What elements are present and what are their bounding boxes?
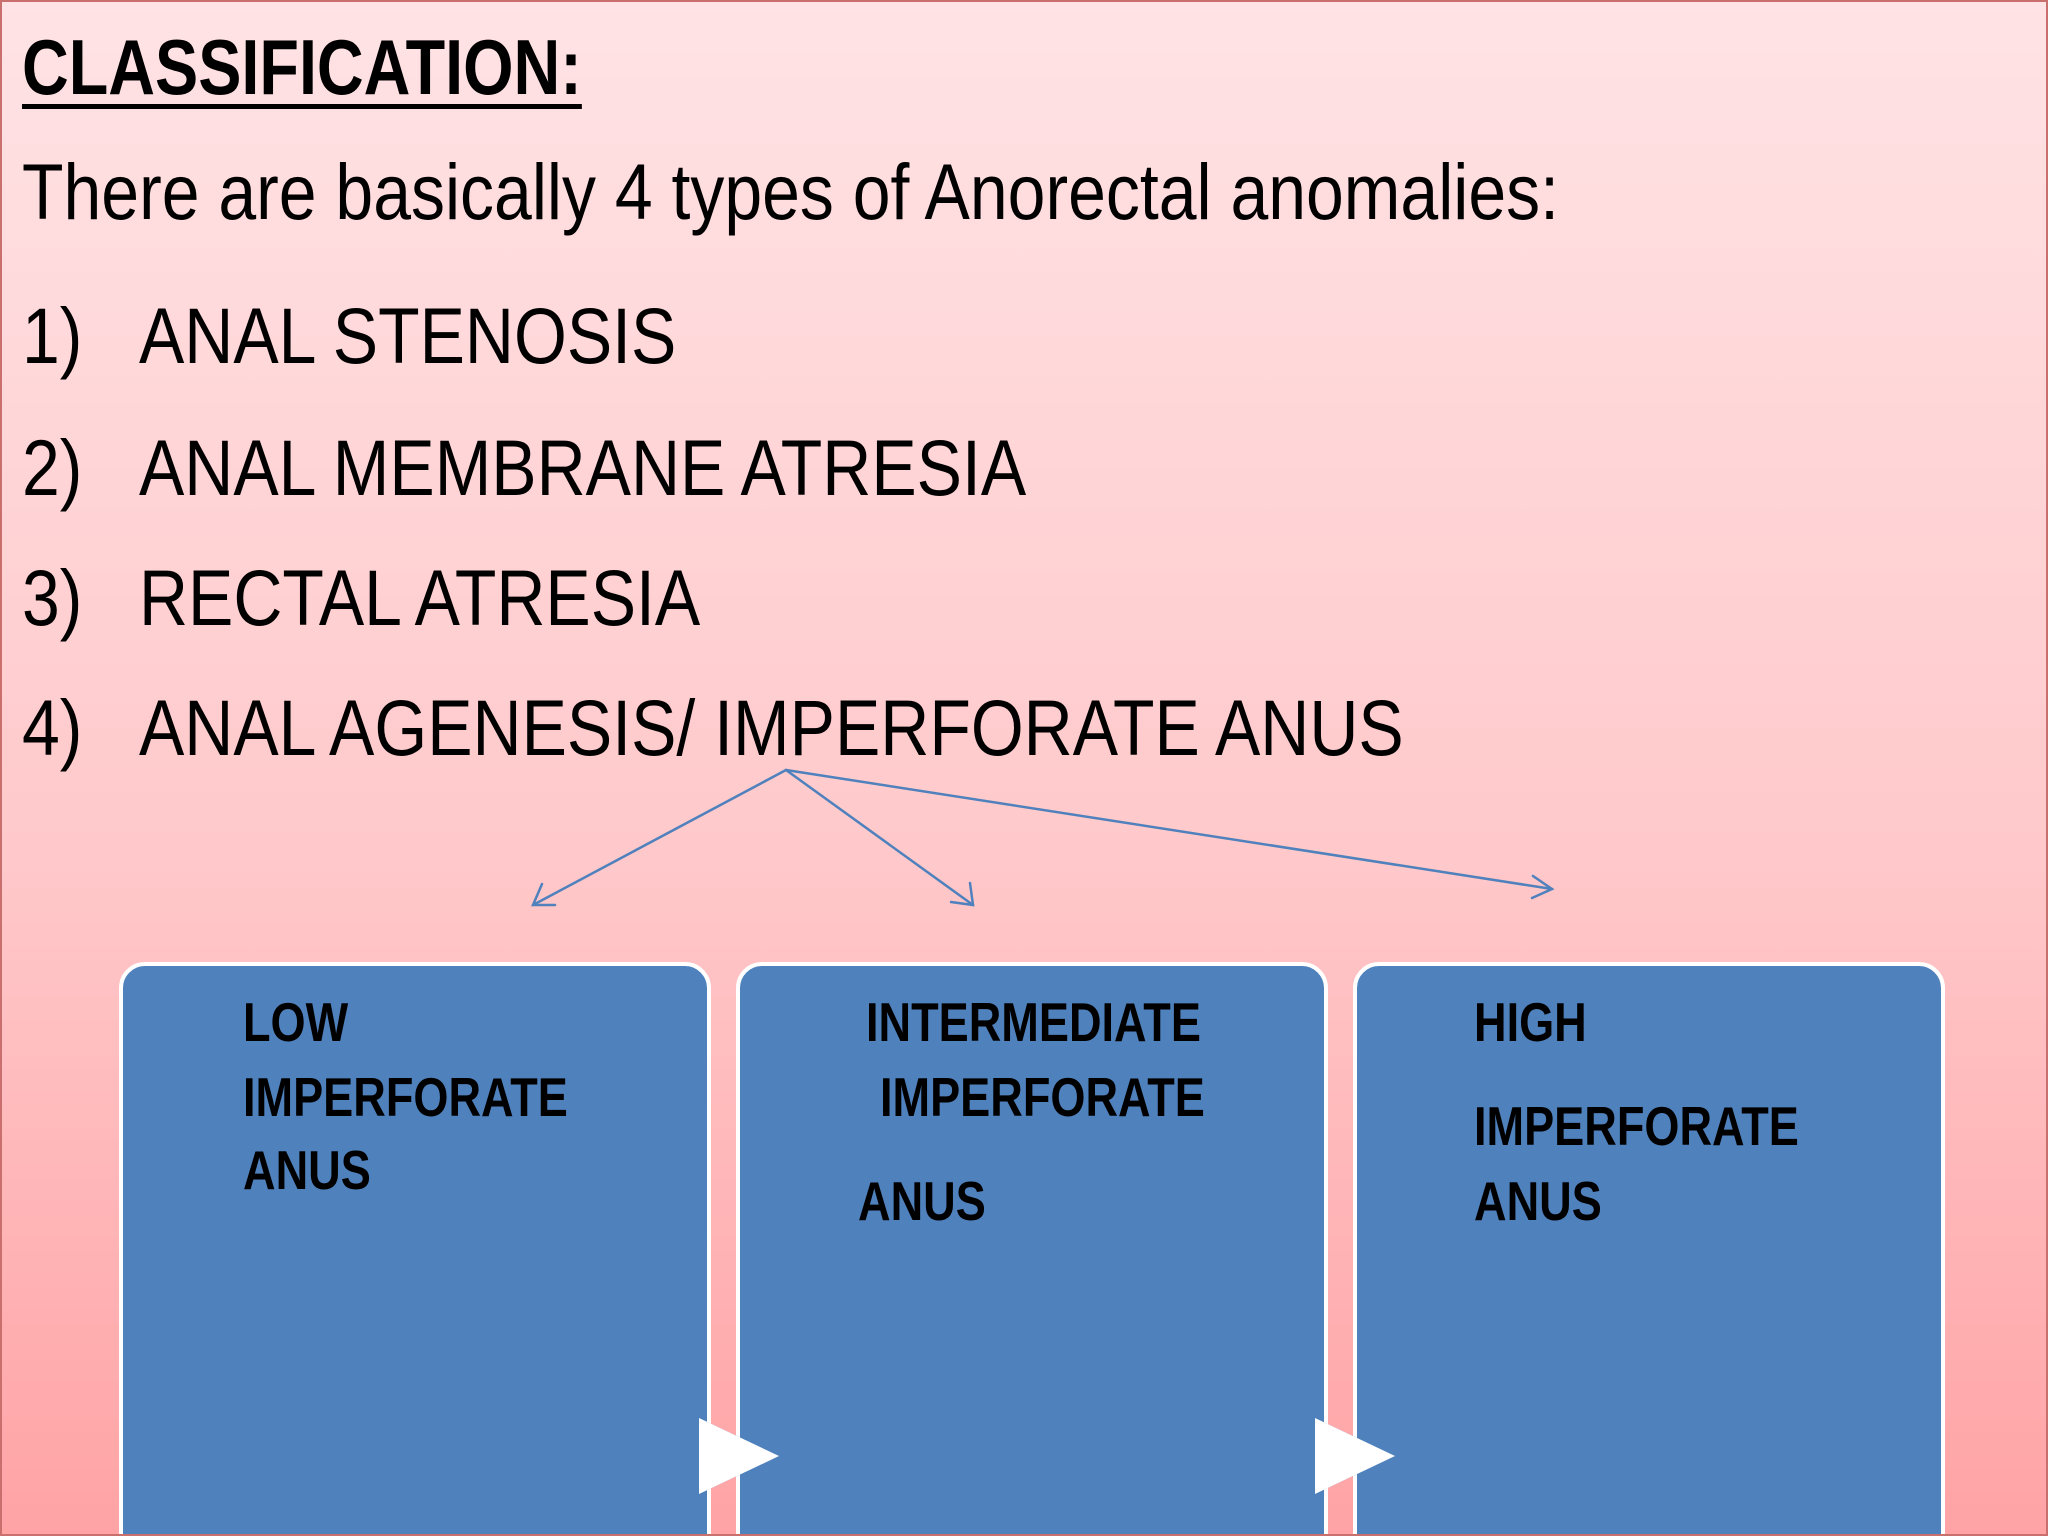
slide-title: CLASSIFICATION: <box>22 23 582 111</box>
list-item: 1)ANAL STENOSIS <box>22 296 676 375</box>
box-line: IMPERFORATE <box>243 1066 568 1128</box>
list-text: ANAL AGENESIS/ IMPERFORATE ANUS <box>138 683 1404 772</box>
arrow-to-high-icon <box>784 768 1554 891</box>
list-item: 4)ANAL AGENESIS/ IMPERFORATE ANUS <box>22 688 1404 767</box>
chevron-right-icon <box>699 1418 779 1494</box>
box-line: ANUS <box>858 1170 986 1232</box>
list-text: ANAL STENOSIS <box>138 291 677 380</box>
intermediate-imperforate-box: INTERMEDIATE IMPERFORATE ANUS <box>736 962 1328 1534</box>
arrow-to-low-icon <box>531 768 788 907</box>
list-text: ANAL MEMBRANE ATRESIA <box>138 423 1027 512</box>
box-line: IMPERFORATE <box>1474 1095 1799 1157</box>
list-number: 3) <box>22 553 83 642</box>
list-item: 2)ANAL MEMBRANE ATRESIA <box>22 428 1026 507</box>
intro-text: There are basically 4 types of Anorectal… <box>22 147 1560 236</box>
list-number: 1) <box>22 291 83 380</box>
box-line: HIGH <box>1474 991 1587 1053</box>
high-imperforate-box: HIGH IMPERFORATE ANUS <box>1353 962 1945 1534</box>
list-item: 3)RECTAL ATRESIA <box>22 558 700 637</box>
box-line: ANUS <box>243 1139 371 1201</box>
list-text: RECTAL ATRESIA <box>138 553 701 642</box>
box-line: ANUS <box>1474 1170 1602 1232</box>
chevron-right-icon <box>1315 1418 1395 1494</box>
low-imperforate-box: LOW IMPERFORATE ANUS <box>119 962 711 1534</box>
box-line: IMPERFORATE <box>880 1066 1205 1128</box>
list-number: 4) <box>22 683 83 772</box>
arrow-to-intermediate-icon <box>784 768 975 907</box>
box-line: LOW <box>243 991 349 1053</box>
box-line: INTERMEDIATE <box>866 991 1201 1053</box>
list-number: 2) <box>22 423 83 512</box>
